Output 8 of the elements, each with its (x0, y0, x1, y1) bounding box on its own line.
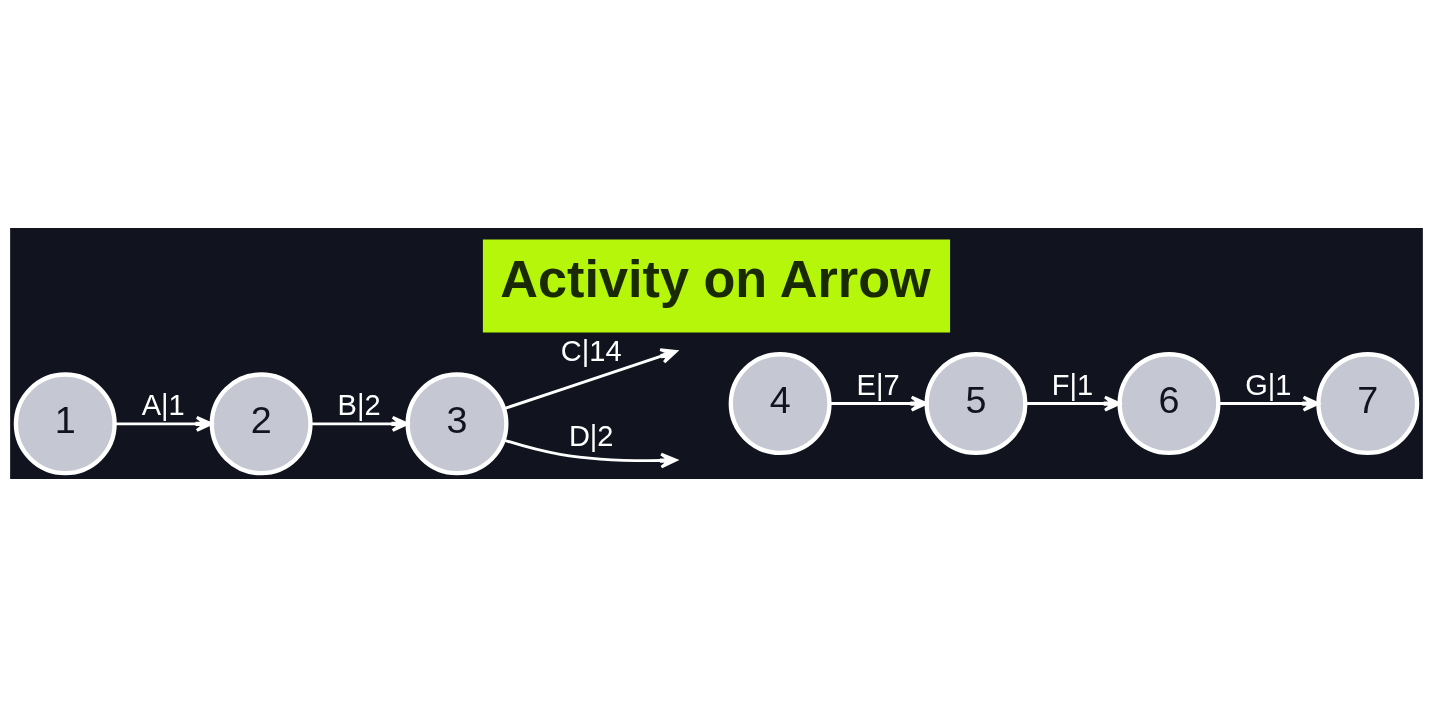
edge-label: A|1 (141, 389, 185, 422)
edge-label: D|2 (568, 419, 614, 452)
edge-label: B|2 (337, 389, 381, 422)
edge-label: G|1 (1245, 368, 1292, 401)
edge-label: F|1 (1051, 368, 1094, 401)
edge-label: C|14 (560, 335, 622, 368)
edge-label: E|7 (856, 368, 900, 401)
diagram-title: Activity on Arrow (500, 250, 931, 309)
